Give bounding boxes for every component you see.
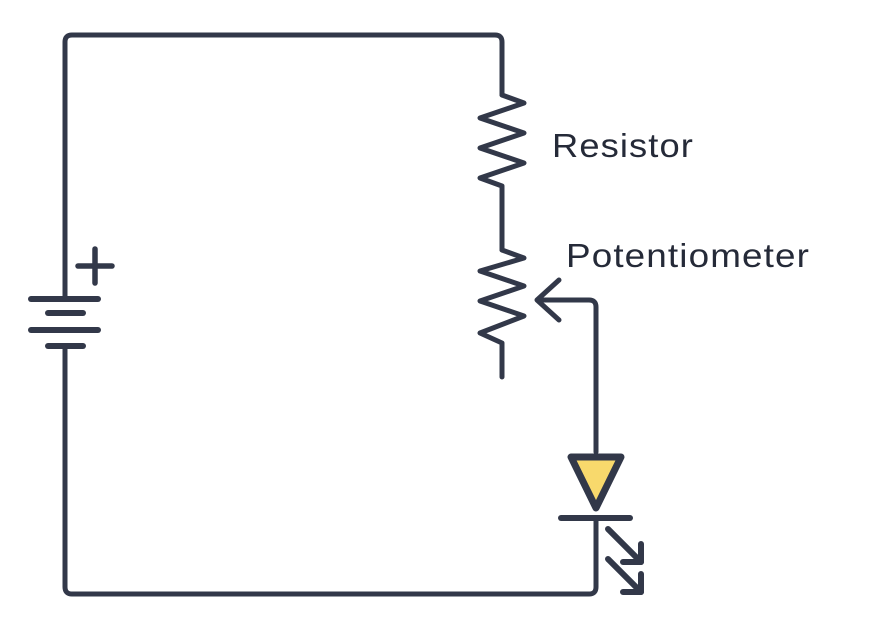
plus-icon — [75, 246, 115, 286]
wire-battery-to-resistor — [62, 32, 505, 299]
potentiometer-symbol — [477, 247, 527, 380]
potentiometer-label: Potentiometer — [566, 237, 810, 274]
wire-led-to-battery — [62, 346, 599, 597]
led-triangle — [567, 453, 625, 512]
circuit-wires — [62, 32, 599, 597]
resistor-symbol — [477, 92, 527, 253]
led-symbol — [558, 453, 644, 595]
light-emission-arrows-icon — [605, 526, 644, 595]
wiper-arrow-icon — [534, 277, 562, 323]
resistor-label: Resistor — [552, 127, 694, 164]
wiper-wire — [540, 297, 599, 455]
battery-symbol — [28, 246, 115, 349]
